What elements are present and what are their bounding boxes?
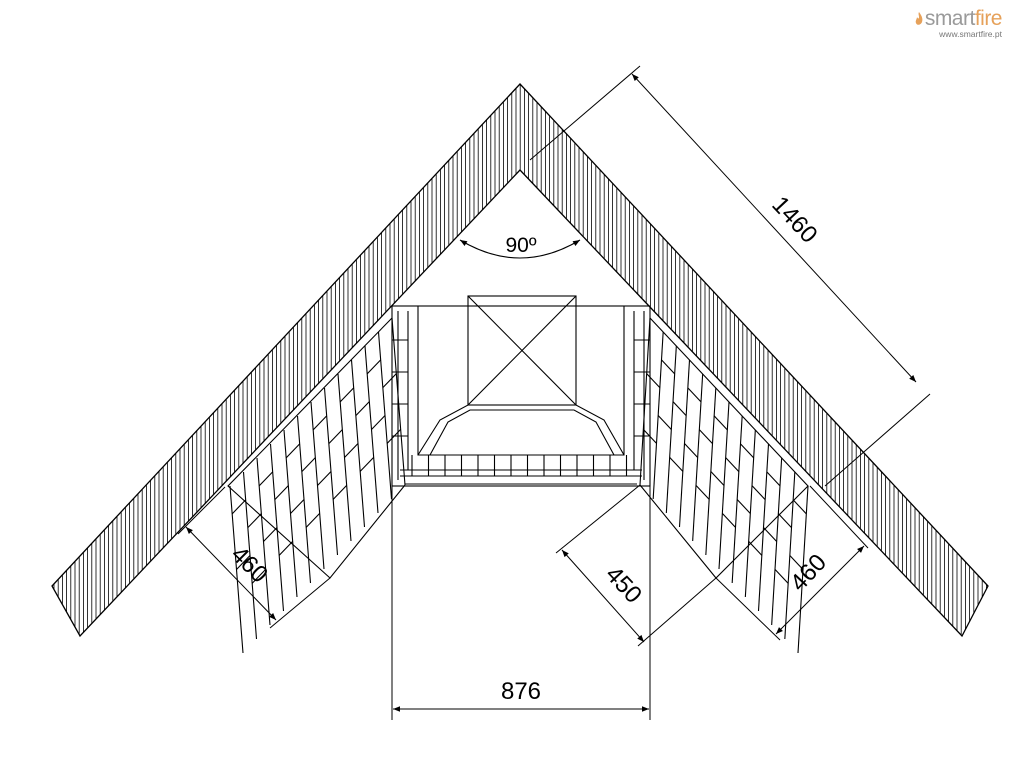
brand-name: smartfire: [914, 7, 1003, 30]
right-brick-joint: [748, 540, 763, 556]
dimension-label-1460: 1460: [766, 191, 822, 248]
left-brick-joint: [366, 359, 382, 375]
left-brick-joint: [317, 471, 332, 486]
dimension-876: [391, 486, 651, 720]
left-brick-joint: [355, 401, 370, 417]
right-brick-joint: [766, 471, 781, 487]
left-brick-joint: [382, 373, 397, 389]
left-brick-joint: [290, 499, 305, 514]
left-brick-joint: [231, 499, 247, 515]
right-brick-joint: [687, 387, 702, 403]
brand-name-main: smart: [924, 7, 976, 30]
right-brick-wing: [639, 317, 809, 654]
left-brick-joint: [371, 415, 386, 430]
right-brick-joint: [669, 456, 684, 472]
right-brick-joint: [763, 527, 778, 542]
brand-name-accent: fire: [974, 7, 1003, 30]
right-brick-joint: [725, 457, 740, 473]
right-brick-course: [639, 317, 651, 486]
left-brick-joint: [344, 443, 359, 458]
angle-label: 90º: [505, 234, 536, 257]
dimension-label-876: 876: [501, 678, 541, 705]
angle-indicator: 90º: [459, 234, 581, 259]
left-brick-joint: [263, 527, 278, 542]
left-brick-joint: [305, 512, 321, 528]
dimension-label-460-left: 460: [226, 541, 273, 588]
left-brick-joint: [328, 429, 343, 445]
right-brick-joint: [740, 443, 755, 459]
left-brick-joint: [247, 513, 262, 529]
right-brick-joint: [792, 499, 807, 515]
right-brick-joint: [646, 373, 661, 389]
right-brick-joint: [661, 359, 676, 375]
left-brick-joint: [312, 415, 328, 431]
right-brick-joint: [672, 401, 687, 417]
left-brick-joint: [274, 485, 289, 501]
brand-url: www.smartfire.pt: [939, 29, 1002, 39]
dimension-460-left: [177, 486, 331, 629]
firebox: [391, 295, 651, 487]
dimension-label-460-right: 460: [785, 549, 832, 597]
right-brick-joint: [721, 512, 736, 528]
dimension-450: [555, 484, 717, 647]
dimension-label-450: 450: [600, 561, 647, 609]
brand-logo: smartfire www.smartfire.pt: [914, 7, 1003, 39]
right-brick-joint: [713, 415, 728, 431]
right-brick-joint: [684, 443, 699, 458]
right-brick-joint: [657, 415, 672, 430]
flame-icon: [915, 12, 923, 26]
right-brick-joint: [751, 485, 766, 501]
right-brick-joint: [695, 484, 710, 500]
left-brick-joint: [278, 540, 294, 556]
right-brick-joint: [710, 471, 725, 486]
dimension-460-right: [715, 485, 869, 641]
right-brick-joint: [736, 499, 751, 514]
left-brick-joint: [301, 457, 316, 473]
left-brick-joint: [339, 387, 355, 403]
left-brick-joint: [359, 456, 375, 472]
dimension-1460: [529, 65, 931, 487]
left-brick-joint: [285, 443, 301, 459]
right-brick-joint: [777, 513, 792, 529]
left-brick-joint: [258, 471, 274, 487]
right-brick-joint: [698, 429, 713, 445]
left-brick-joint: [332, 484, 348, 500]
